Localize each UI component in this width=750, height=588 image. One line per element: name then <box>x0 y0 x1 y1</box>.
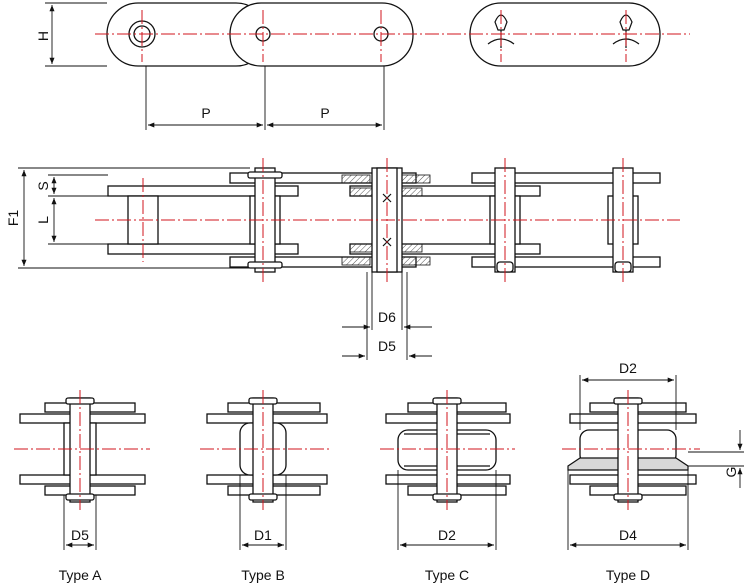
dim-l-label: L <box>35 216 51 224</box>
plate-outer-bot-2 <box>471 256 661 268</box>
dim-p1-label: P <box>201 105 210 121</box>
dim-s-label: S <box>35 181 51 190</box>
dim-d5-typea-label: D5 <box>71 527 89 543</box>
top-view: H P P <box>35 2 690 130</box>
type-a-caption: Type A <box>59 567 102 583</box>
dim-d5-mid-label: D5 <box>378 338 396 354</box>
type-c-caption: Type C <box>425 567 469 583</box>
type-a-view: D5 Type A <box>14 390 150 583</box>
type-b-caption: Type B <box>241 567 285 583</box>
type-b-view: D1 Type B <box>200 390 332 583</box>
dim-d6-label: D6 <box>378 309 396 325</box>
dim-d2-typec-label: D2 <box>438 527 456 543</box>
dim-d1-label: D1 <box>254 527 272 543</box>
dim-d2-typed-label: D2 <box>619 360 637 376</box>
plate-outer-top-2 <box>471 172 661 184</box>
plate-inner-bot-1 <box>107 243 299 255</box>
dim-p2-label: P <box>320 105 329 121</box>
dim-d4-label: D4 <box>619 527 637 543</box>
plate-inner-top-1 <box>107 185 299 197</box>
dim-h-label: H <box>35 31 51 41</box>
type-d-view: D2 D4 G Type D <box>562 360 744 583</box>
type-d-caption: Type D <box>606 567 650 583</box>
type-c-view: D2 Type C <box>380 390 515 583</box>
dim-g-label: G <box>723 467 739 478</box>
dim-f1-label: F1 <box>5 210 21 227</box>
plan-view: F1 S L D6 D5 <box>5 158 680 360</box>
